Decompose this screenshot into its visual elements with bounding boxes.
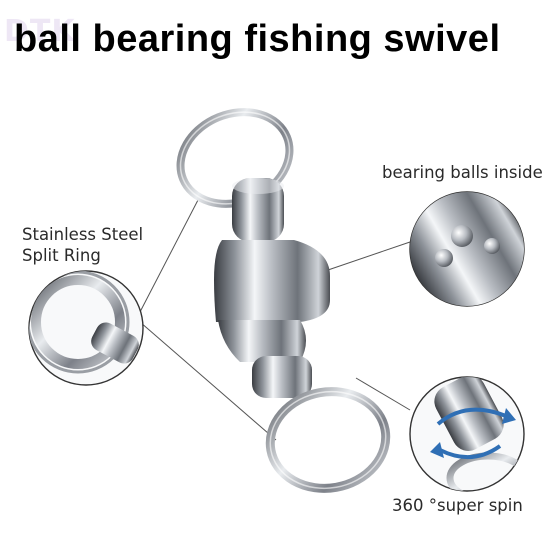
- swivel-body: [214, 178, 330, 398]
- callout-split-ring-line2: Split Ring: [22, 246, 101, 265]
- callout-line-bearing: [327, 241, 411, 271]
- callout-line-ring-bottom: [139, 321, 277, 441]
- callout-bearing-balls: bearing balls inside: [382, 163, 543, 182]
- bearing-ball: [484, 238, 500, 254]
- callout-lines: [139, 199, 411, 441]
- bearing-detail-circle: [409, 191, 525, 307]
- callout-line-ring-top: [139, 199, 199, 313]
- callout-super-spin: 360 °super spin: [392, 496, 523, 515]
- spin-arrow-icon: [436, 407, 507, 426]
- lower-split-ring: [265, 387, 391, 493]
- callout-split-ring-line1: Stainless Steel: [22, 225, 144, 244]
- callout-split-ring: Stainless Steel Split Ring: [22, 224, 143, 266]
- page-title: ball bearing fishing swivel: [14, 18, 501, 60]
- spin-arrow-icon-head: [502, 408, 516, 424]
- bearing-ball: [435, 249, 453, 267]
- callout-line-spin: [355, 377, 411, 411]
- bearing-ball: [451, 225, 473, 247]
- brand-watermark: DTK: [4, 14, 76, 49]
- ring-detail-circle: [28, 270, 144, 386]
- spin-detail-circle: [409, 376, 525, 492]
